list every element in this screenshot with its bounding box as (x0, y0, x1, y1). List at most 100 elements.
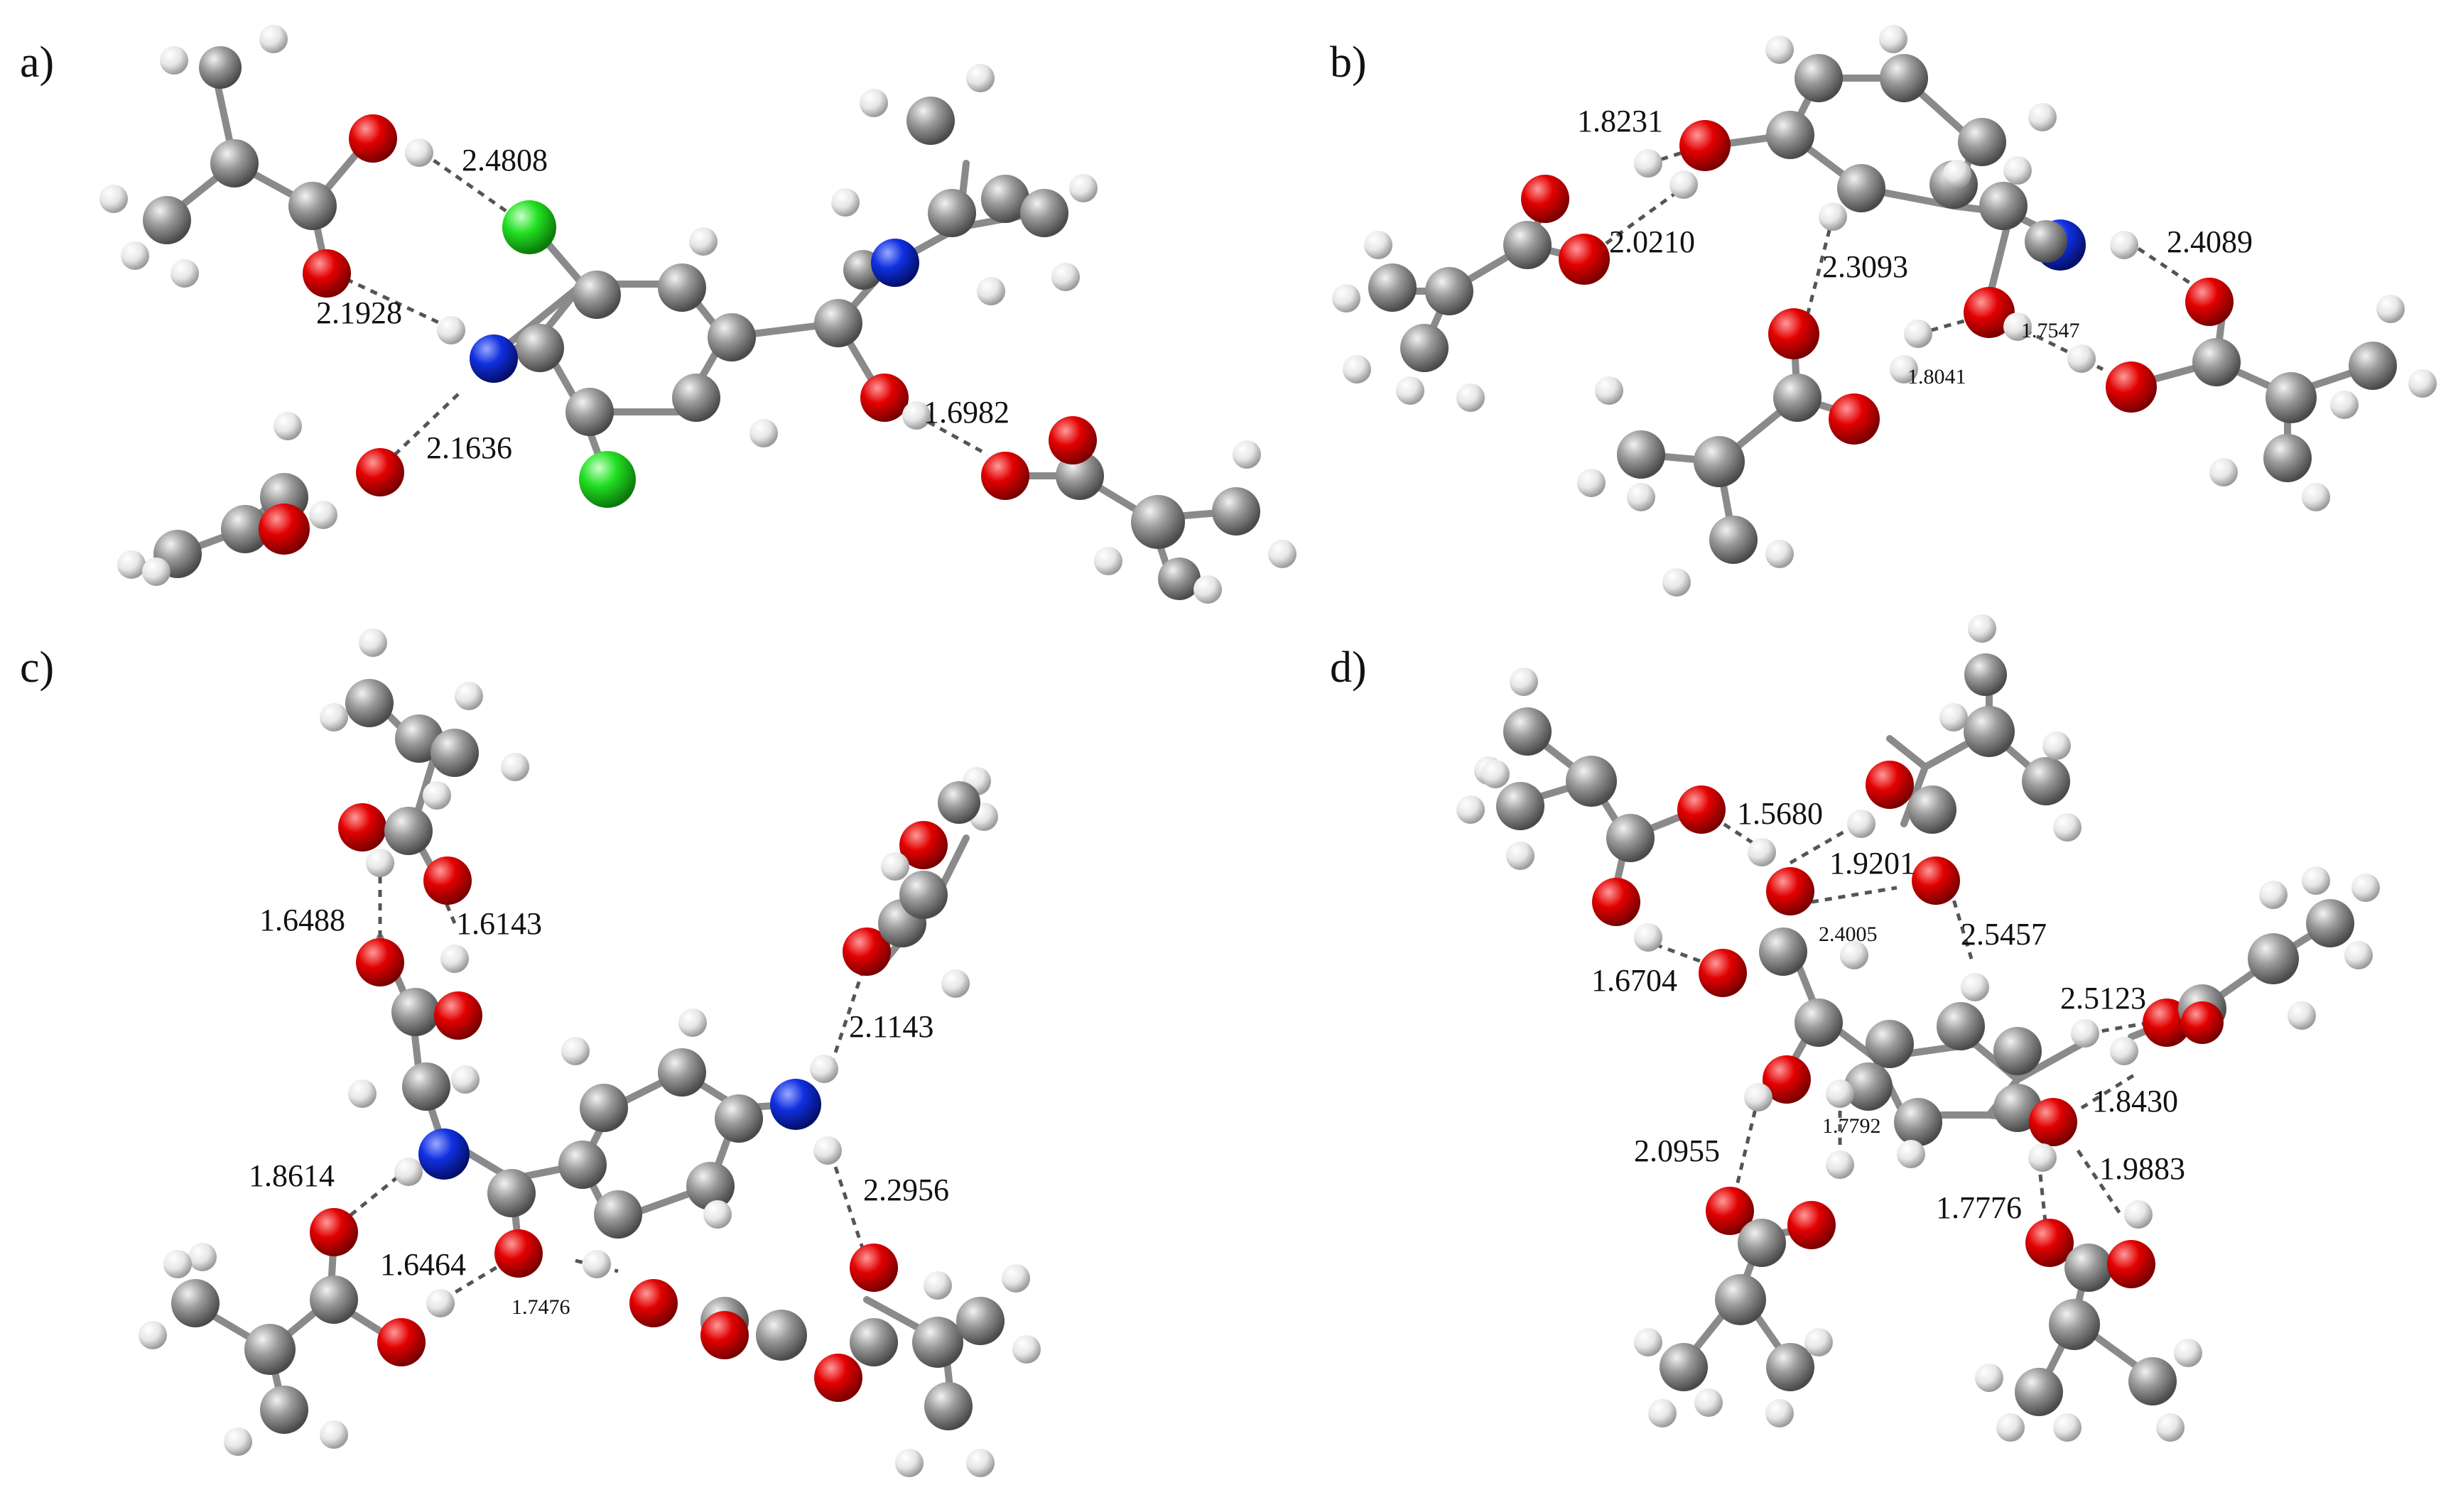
hydrogen-atom (2344, 941, 2373, 969)
oxygen-atom (310, 1208, 358, 1256)
carbon-atom (1759, 928, 1807, 976)
panel-d-atoms (1456, 614, 2380, 1442)
panel-b-atoms (1332, 25, 2437, 597)
hydrogen-atom (160, 46, 188, 75)
oxygen-atom (349, 114, 397, 163)
distance-label: 1.7776 (1936, 1190, 2022, 1225)
carbon-atom (1496, 782, 1544, 830)
oxygen-atom (2185, 278, 2234, 326)
distance-label: 1.9201 (1829, 846, 1915, 881)
nitrogen-atom (418, 1128, 470, 1180)
oxygen-atom (1866, 761, 1914, 809)
oxygen-atom (377, 1318, 426, 1366)
oxygen-atom (1592, 878, 1640, 926)
panel-c-atoms (139, 629, 1041, 1477)
carbon-atom (1503, 221, 1552, 269)
hydrogen-atom (274, 412, 302, 440)
distance-label: 2.1636 (426, 430, 512, 465)
hydrogen-atom (895, 1449, 924, 1477)
hydrogen-atom (1069, 174, 1098, 202)
carbon-atom (1606, 814, 1655, 862)
carbon-atom (1503, 707, 1552, 756)
carbon-atom (1425, 267, 1473, 315)
oxygen-atom (1706, 1187, 1754, 1235)
hydrogen-atom (1847, 810, 1875, 838)
carbon-atom (912, 1317, 963, 1368)
carbon-atom (345, 679, 394, 727)
oxygen-atom (1677, 785, 1726, 834)
distance-label: 1.9883 (2099, 1151, 2185, 1186)
panel-c-label: c) (20, 643, 54, 692)
carbon-atom (594, 1190, 642, 1239)
carbon-atom (1766, 1343, 1814, 1391)
carbon-atom (1908, 785, 1956, 834)
carbon-atom (2064, 1244, 2113, 1292)
hydrogen-atom (1819, 202, 1847, 231)
oxygen-atom (1787, 1201, 1836, 1249)
distance-label: 2.0955 (1634, 1133, 1720, 1168)
oxygen-atom (356, 938, 404, 986)
hydrogen-atom (1364, 231, 1392, 259)
hydrogen-atom (1268, 540, 1297, 568)
carbon-atom (221, 505, 269, 553)
hydrogen-atom (2288, 1001, 2316, 1030)
hydrogen-atom (749, 419, 778, 447)
hydrogen-atom (2156, 1413, 2185, 1442)
hydrogen-atom (139, 1321, 167, 1349)
nitrogen-atom (770, 1079, 821, 1130)
hydrogen-atom (1233, 440, 1261, 469)
hydrogen-atom (320, 703, 348, 731)
oxygen-atom (1699, 949, 1747, 997)
distance-label: 1.6488 (259, 903, 345, 937)
panel-b: b) (1330, 25, 2437, 597)
hydrogen-atom (451, 1065, 480, 1094)
carbon-atom (1738, 1219, 1786, 1267)
carbon-atom (516, 324, 564, 372)
carbon-atom (1844, 1062, 1893, 1111)
carbon-atom (1715, 1274, 1766, 1325)
panel-a: a) (20, 25, 1297, 604)
carbon-atom (658, 263, 706, 312)
oxygen-atom (981, 452, 1029, 500)
distance-label: 2.4005 (1819, 923, 1878, 946)
carbon-atom (1964, 653, 2007, 696)
carbon-atom (565, 388, 614, 436)
hydrogen-atom (2259, 881, 2288, 909)
hydrogen-atom (1748, 838, 1776, 866)
hydrogen-atom (1094, 547, 1122, 575)
hydrogen-atom (810, 1055, 838, 1083)
distance-label: 1.6982 (924, 395, 1009, 430)
oxygen-atom (1559, 234, 1610, 285)
hydrogen-atom (501, 753, 529, 781)
hydrogen-atom (426, 1289, 455, 1317)
distance-label: 2.1928 (316, 295, 402, 330)
hydrogen-atom (1193, 575, 1222, 604)
hydrogen-atom (2028, 1143, 2057, 1172)
carbon-atom (171, 1279, 220, 1327)
oxygen-atom (1964, 287, 2015, 338)
hydrogen-atom (142, 558, 170, 586)
hydrogen-atom (2302, 866, 2330, 895)
panel-d: d) (1330, 614, 2380, 1442)
carbon-atom (1400, 324, 1449, 372)
distance-label: 2.0210 (1609, 224, 1695, 259)
carbon-atom (814, 299, 862, 347)
oxygen-atom (899, 821, 948, 869)
hydrogen-atom (1943, 160, 1971, 188)
hydrogen-atom (966, 64, 995, 92)
oxygen-atom (850, 1244, 898, 1292)
hydrogen-atom (163, 1250, 192, 1278)
carbon-atom (310, 1276, 358, 1324)
hydrogen-atom (1396, 376, 1424, 405)
hydrogen-atom (423, 781, 451, 810)
carbon-atom (260, 1386, 308, 1434)
hydrogen-atom (2408, 369, 2437, 398)
carbon-atom (2306, 899, 2354, 947)
hydrogen-atom (440, 945, 469, 973)
carbon-atom (1766, 111, 1814, 159)
carbon-atom (558, 1141, 607, 1189)
hydrogen-atom (2003, 156, 2032, 185)
carbon-atom (487, 1169, 536, 1217)
carbon-atom (1958, 118, 2006, 166)
hydrogen-atom (902, 401, 931, 430)
